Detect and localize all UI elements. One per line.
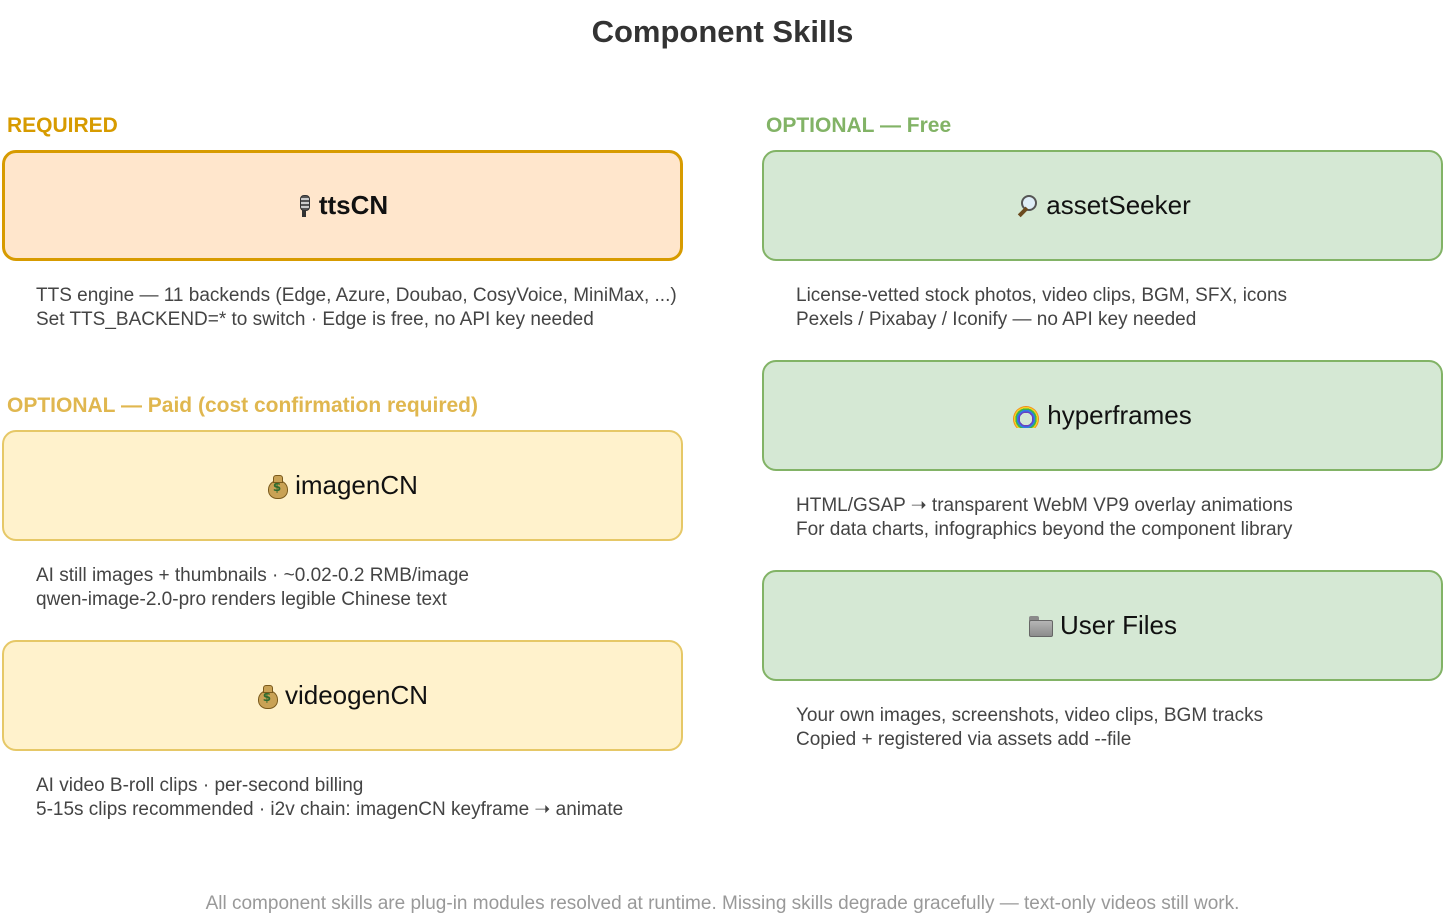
magnifier-icon bbox=[1014, 194, 1038, 218]
skill-box-videogencn: videogenCN bbox=[2, 640, 683, 751]
rainbow-icon bbox=[1013, 404, 1040, 428]
skill-box-hyperframes: hyperframes bbox=[762, 360, 1443, 471]
skill-box-imagencn: imagenCN bbox=[2, 430, 683, 541]
desc-line: AI video B-roll clips · per-second billi… bbox=[36, 775, 364, 796]
skill-name-videogencn: videogenCN bbox=[284, 680, 429, 710]
diagram-title: Component Skills bbox=[591, 14, 854, 49]
skill-desc-videogencn: AI video B-roll clips · per-second billi… bbox=[36, 774, 623, 822]
microphone-icon bbox=[297, 194, 311, 217]
skill-desc-ttscn: TTS engine — 11 backends (Edge, Azure, D… bbox=[36, 284, 677, 332]
desc-line: AI still images + thumbnails · ~0.02-0.2… bbox=[36, 565, 469, 586]
skill-name-assetseeker: assetSeeker bbox=[1046, 190, 1191, 220]
desc-line: 5-15s clips recommended · i2v chain: ima… bbox=[36, 799, 624, 820]
skill-desc-hyperframes: HTML/GSAP ➝ transparent WebM VP9 overlay… bbox=[796, 494, 1293, 542]
desc-line: Pexels / Pixabay / Iconify — no API key … bbox=[796, 309, 1197, 330]
section-label-paid: OPTIONAL — Paid (cost confirmation requi… bbox=[7, 394, 478, 417]
desc-line: Set TTS_BACKEND=* to switch · Edge is fr… bbox=[36, 309, 594, 330]
skill-name-hyperframes: hyperframes bbox=[1047, 400, 1192, 430]
section-label-required: REQUIRED bbox=[7, 114, 118, 137]
desc-line: HTML/GSAP ➝ transparent WebM VP9 overlay… bbox=[796, 495, 1293, 516]
skill-desc-assetseeker: License-vetted stock photos, video clips… bbox=[796, 284, 1287, 332]
skill-name-imagencn: imagenCN bbox=[295, 470, 418, 500]
desc-line: For data charts, infographics beyond the… bbox=[796, 519, 1293, 540]
desc-line: License-vetted stock photos, video clips… bbox=[796, 285, 1288, 306]
desc-line: Your own images, screenshots, video clip… bbox=[796, 705, 1264, 726]
footer-note: All component skills are plug-in modules… bbox=[205, 893, 1240, 914]
section-label-free: OPTIONAL — Free bbox=[766, 114, 952, 137]
skill-desc-user-files: Your own images, screenshots, video clip… bbox=[796, 704, 1263, 752]
money-bag-icon bbox=[257, 684, 278, 709]
skill-name-ttscn: ttsCN bbox=[318, 190, 389, 220]
money-bag-icon bbox=[267, 474, 289, 499]
desc-line: TTS engine — 11 backends (Edge, Azure, D… bbox=[36, 285, 677, 306]
skill-desc-imagencn: AI still images + thumbnails · ~0.02-0.2… bbox=[36, 564, 469, 612]
desc-line: Copied + registered via assets add --fil… bbox=[796, 729, 1132, 750]
skill-box-assetseeker: assetSeeker bbox=[762, 150, 1443, 261]
skill-box-user-files: User Files bbox=[762, 570, 1443, 681]
folder-icon bbox=[1028, 615, 1053, 637]
skill-name-user-files: User Files bbox=[1059, 610, 1177, 640]
desc-line: qwen-image-2.0-pro renders legible Chine… bbox=[36, 589, 447, 610]
skill-box-ttscn: ttsCN bbox=[2, 150, 683, 261]
